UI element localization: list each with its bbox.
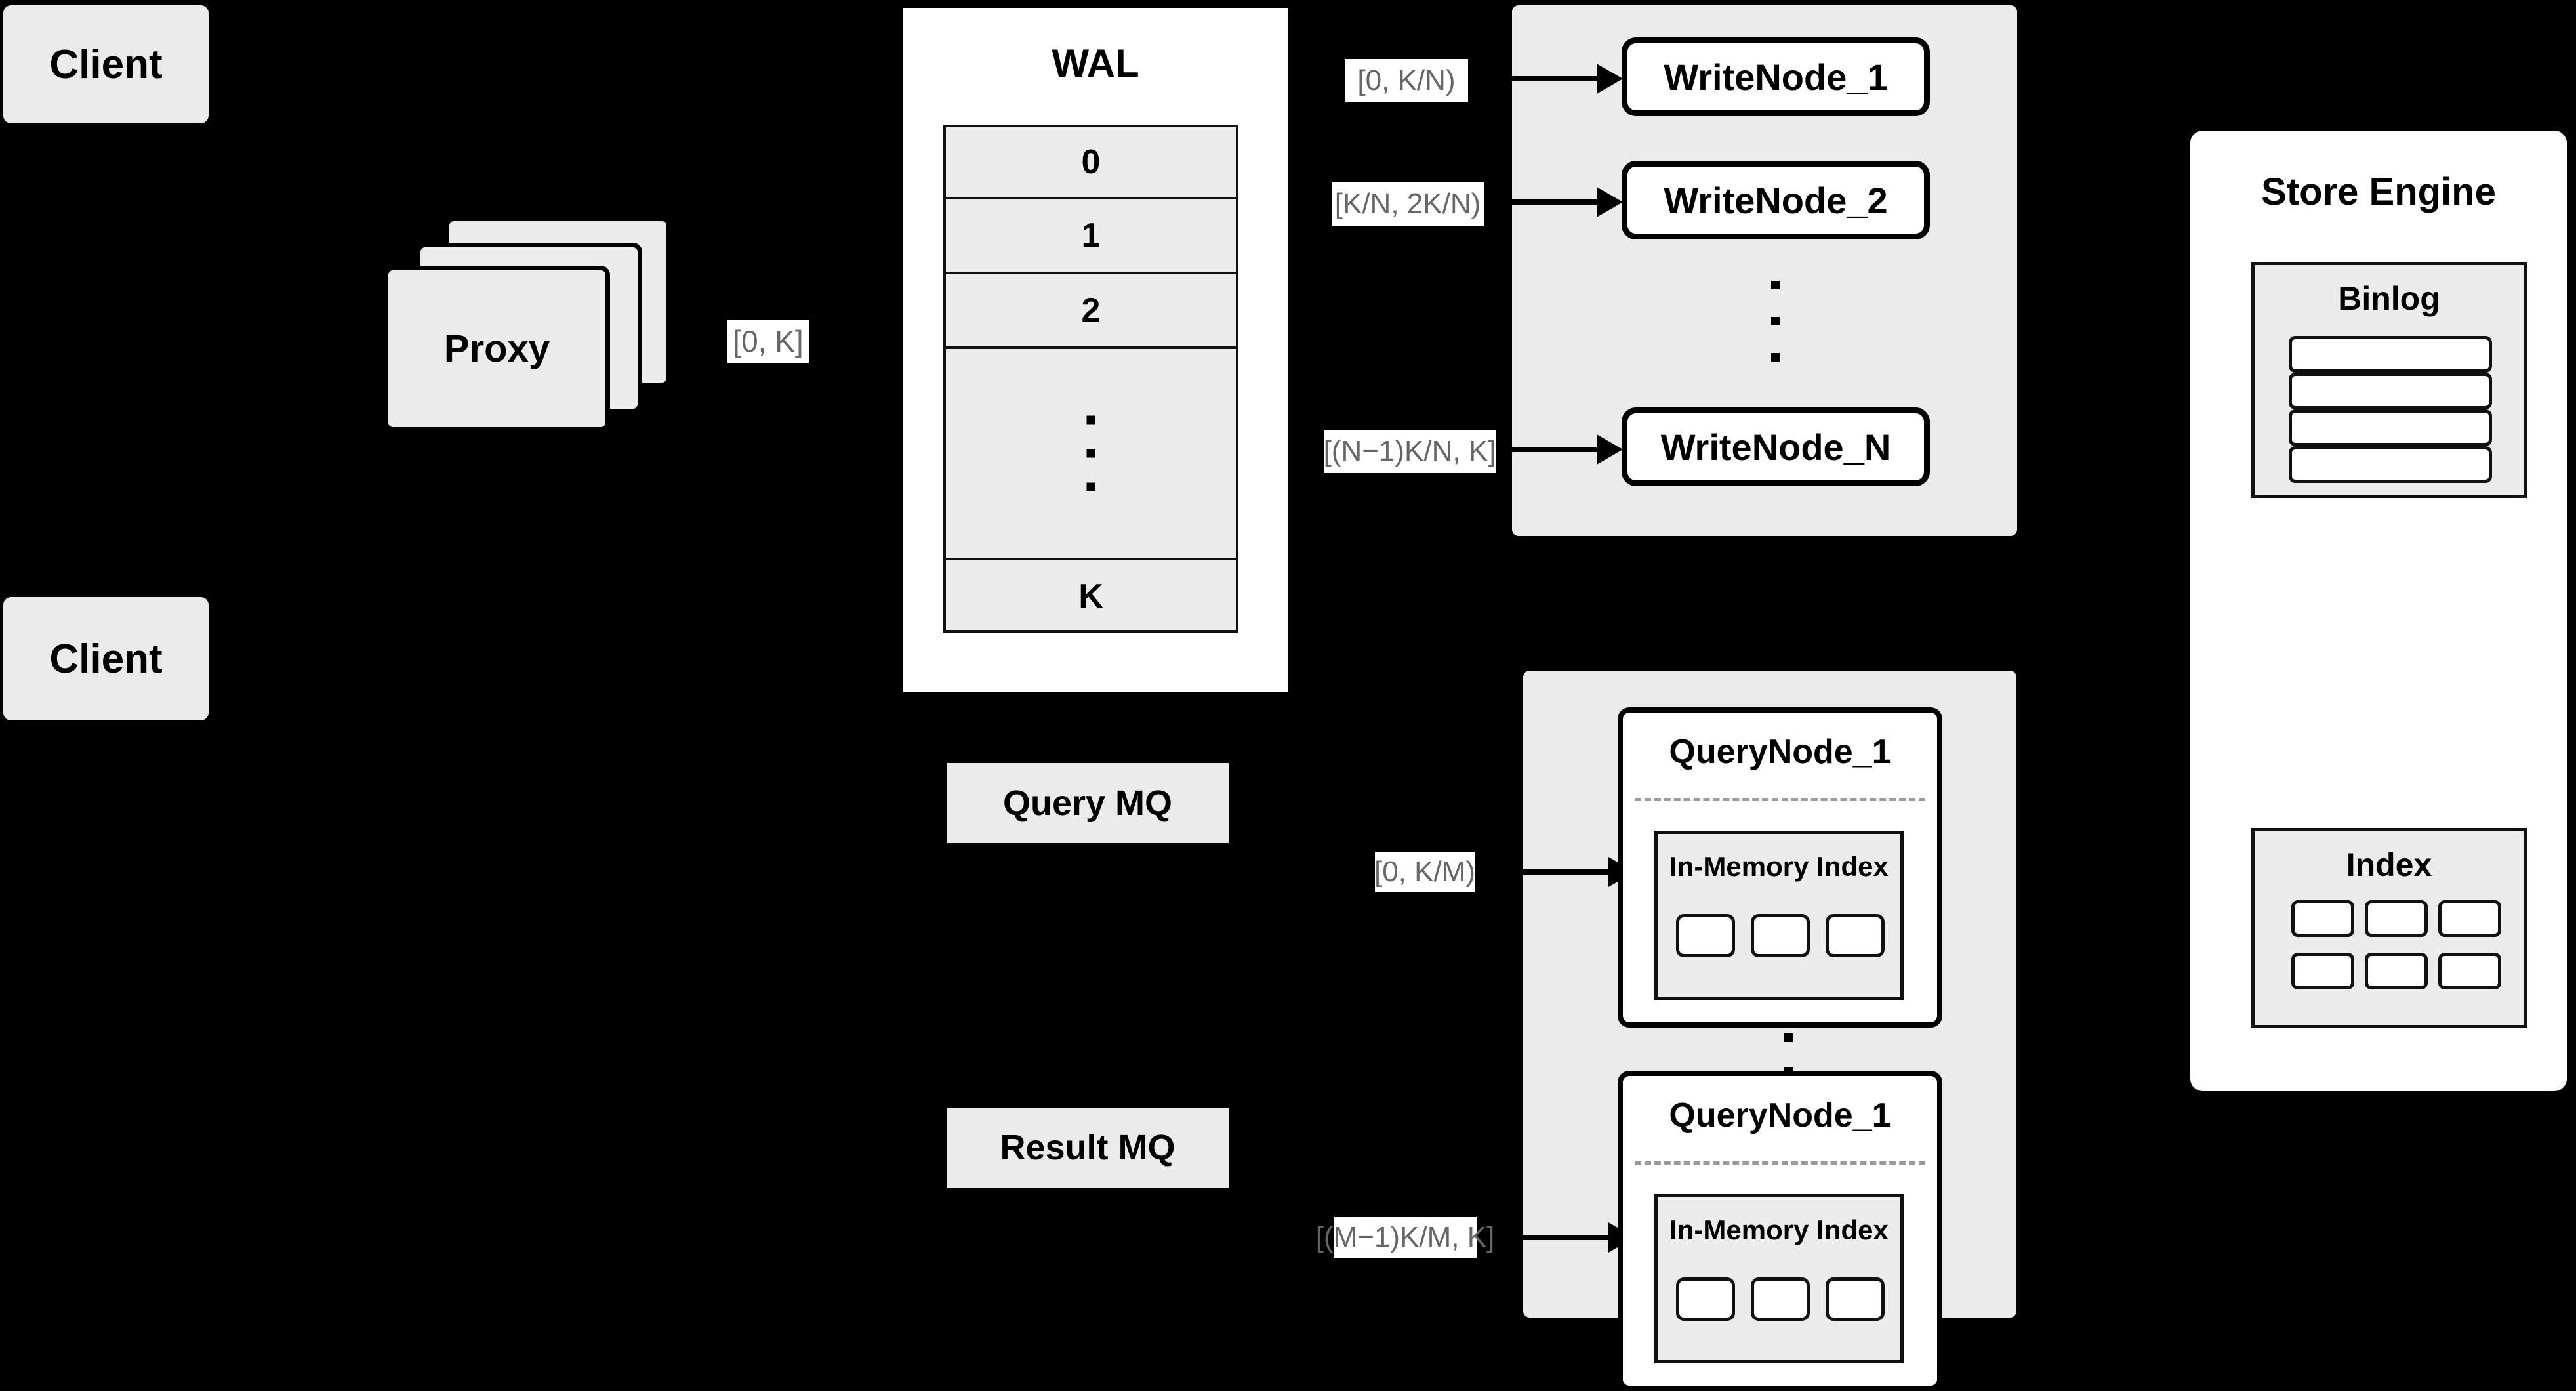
proxy-box[interactable]: Proxy <box>384 266 610 432</box>
label-mq-to-querynode-m: [(M−1)K/M, K] <box>1316 1217 1494 1258</box>
result-mq-label: Result MQ <box>1000 1128 1176 1167</box>
in-memory-index-m-title: In-Memory Index <box>1669 1215 1889 1245</box>
arrow-line-index <box>2152 943 2192 948</box>
client-box-1[interactable]: Client <box>3 5 209 123</box>
proxy-label: Proxy <box>443 327 550 370</box>
binlog-title: Binlog <box>2338 280 2440 317</box>
wal-container: WAL 0 1 2 K <box>897 3 1294 697</box>
query-node-1-title: QueryNode_1 <box>1669 733 1891 771</box>
write-node-2-label: WriteNode_2 <box>1664 179 1888 221</box>
label-mq-to-querynode-1: [0, K/M) <box>1374 852 1475 892</box>
query-node-1-divider <box>1635 798 1925 801</box>
arrow-line-writenode-n <box>1498 447 1601 452</box>
client-box-2[interactable]: Client <box>3 597 209 720</box>
in-memory-index-1: In-Memory Index <box>1654 831 1904 1000</box>
in-memory-index-1-title: In-Memory Index <box>1669 851 1889 882</box>
label-proxy-to-wal-text: [0, K] <box>733 324 804 358</box>
query-node-m-title: QueryNode_1 <box>1669 1096 1891 1134</box>
arrow-line-writenode-1 <box>1477 76 1601 81</box>
query-mq-label: Query MQ <box>1002 783 1173 823</box>
label-wal-to-writenode-1: [0, K/N) <box>1345 59 1468 102</box>
arrow-head-writenode-n <box>1597 434 1623 465</box>
wal-row[interactable]: K <box>1078 577 1103 615</box>
query-node-1[interactable]: QueryNode_1 In-Memory Index <box>1618 707 1942 1028</box>
write-node-2[interactable]: WriteNode_2 <box>1622 161 1930 239</box>
binlog-entry[interactable] <box>2289 336 2492 373</box>
query-mq-box[interactable]: Query MQ <box>947 763 1229 843</box>
write-node-1[interactable]: WriteNode_1 <box>1622 37 1930 116</box>
arrow-line-writenode-2 <box>1488 199 1601 205</box>
index-segment[interactable] <box>1751 914 1810 957</box>
index-segment[interactable] <box>1751 1277 1810 1321</box>
arrow-head-writenode-1 <box>1597 64 1623 94</box>
in-memory-index-m: In-Memory Index <box>1654 1194 1904 1363</box>
index-cell[interactable] <box>2291 953 2354 989</box>
arrow-line-querynode-1 <box>1515 869 1612 875</box>
label-proxy-to-wal: [0, K] <box>727 320 809 363</box>
index-panel: Index <box>2251 828 2527 1028</box>
arrow-line-querynode-m <box>1515 1235 1612 1240</box>
index-cell[interactable] <box>2365 953 2428 989</box>
arrow-line-binlog <box>2152 382 2192 387</box>
result-mq-box[interactable]: Result MQ <box>947 1108 1229 1188</box>
write-node-ellipsis <box>1771 281 1780 362</box>
label-wal-to-writenode-n: [(N−1)K/N, K] <box>1324 430 1496 473</box>
label-wal-to-writenode-2: [K/N, 2K/N) <box>1332 182 1484 226</box>
index-title: Index <box>2346 846 2432 883</box>
client-label-2: Client <box>49 636 163 682</box>
write-node-n-label: WriteNode_N <box>1660 426 1891 468</box>
binlog-entry[interactable] <box>2289 446 2492 483</box>
arrow-head-writenode-2 <box>1597 187 1623 217</box>
wal-row[interactable]: 0 <box>946 127 1236 199</box>
wal-row[interactable]: 1 <box>946 199 1236 274</box>
binlog-entry[interactable] <box>2289 373 2492 409</box>
wal-row[interactable]: 2 <box>946 274 1236 349</box>
client-label-1: Client <box>49 41 163 87</box>
index-cell[interactable] <box>2291 900 2354 937</box>
index-cell[interactable] <box>2438 900 2501 937</box>
write-node-n[interactable]: WriteNode_N <box>1622 407 1930 486</box>
wal-table: 0 1 2 K <box>943 125 1238 633</box>
index-segment[interactable] <box>1826 1277 1885 1321</box>
index-cell[interactable] <box>2438 953 2501 989</box>
index-segment[interactable] <box>1826 914 1885 957</box>
query-node-m[interactable]: QueryNode_1 In-Memory Index <box>1618 1071 1942 1391</box>
store-engine-container: Store Engine Binlog Index <box>2186 126 2571 1096</box>
store-engine-title: Store Engine <box>2261 171 2496 213</box>
wal-title: WAL <box>1052 41 1139 85</box>
write-node-1-label: WriteNode_1 <box>1664 56 1888 98</box>
index-segment[interactable] <box>1676 914 1735 957</box>
index-cell[interactable] <box>2365 900 2428 937</box>
query-node-m-divider <box>1635 1161 1925 1165</box>
wal-row-ellipsis <box>946 349 1236 560</box>
index-segment[interactable] <box>1676 1277 1735 1321</box>
binlog-panel: Binlog <box>2251 262 2527 498</box>
diagram-canvas: Client Client Proxy [0, K] WAL 0 1 2 K [… <box>3 3 2571 1391</box>
wal-vertical-dots <box>1086 415 1095 491</box>
binlog-entry[interactable] <box>2289 409 2492 446</box>
